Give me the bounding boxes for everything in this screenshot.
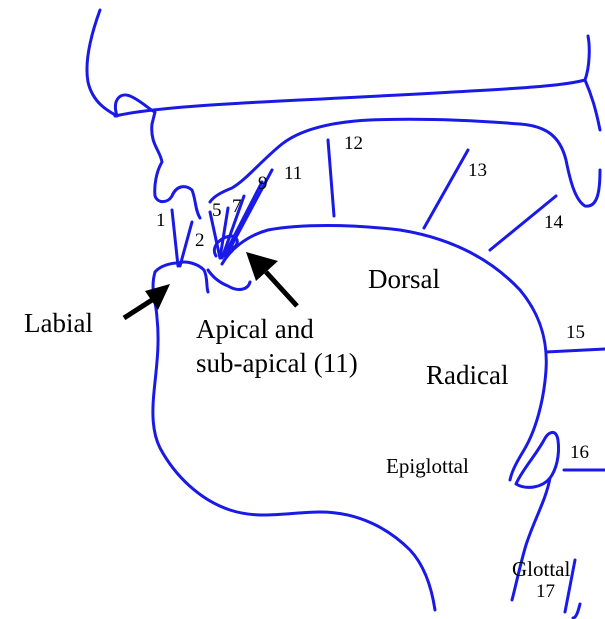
place-number-13: 13 [468, 160, 487, 181]
place-number-9: 9 [258, 173, 268, 194]
label-dorsal: Dorsal [368, 264, 440, 294]
place-number-5: 5 [212, 200, 222, 221]
place-number-2: 2 [195, 230, 205, 251]
place-line-17 [563, 558, 577, 614]
label-radical: Radical [426, 360, 508, 390]
palate-outline [113, 34, 602, 208]
apical-arrow-head [246, 252, 278, 281]
labial-arrow-head [145, 284, 170, 310]
tongue-outline [220, 224, 548, 482]
epiglottis-outline [514, 431, 560, 489]
label-labial: Labial [24, 308, 93, 338]
place-number-1: 1 [156, 210, 166, 231]
place-number-15: 15 [566, 322, 585, 343]
place-line-5 [208, 210, 222, 260]
alveolar-ridge-outline [213, 234, 239, 258]
place-line-11 [224, 168, 274, 258]
apical-arrow-shaft [264, 270, 299, 308]
place-line-15 [544, 347, 605, 354]
place-line-13 [422, 148, 470, 230]
place-lines [170, 138, 605, 614]
labial-arrow-shaft [122, 297, 154, 321]
label-apical-line-2: sub-apical (11) [196, 348, 358, 378]
place-line-1 [170, 208, 180, 268]
place-line-14 [488, 194, 558, 252]
place-number-12: 12 [344, 133, 363, 154]
labial-arrow [122, 284, 170, 321]
place-number-14: 14 [544, 212, 564, 233]
lower-lip-outline [176, 260, 252, 294]
label-epiglottal: Epiglottal [386, 454, 469, 478]
place-line-12 [326, 138, 336, 218]
label-glottal: Glottal [512, 557, 570, 581]
place-number-16: 16 [570, 442, 589, 463]
label-apical-line-1: Apical and [196, 314, 314, 344]
larynx-outline [510, 476, 582, 619]
apical-arrow [246, 252, 299, 308]
place-line-2 [178, 220, 194, 268]
place-line-7a [218, 206, 230, 260]
place-line-7b [220, 194, 246, 260]
place-number-17: 17 [536, 581, 555, 602]
place-line-9 [222, 180, 264, 258]
place-number-11: 11 [284, 163, 302, 184]
place-number-7: 7 [232, 196, 242, 217]
